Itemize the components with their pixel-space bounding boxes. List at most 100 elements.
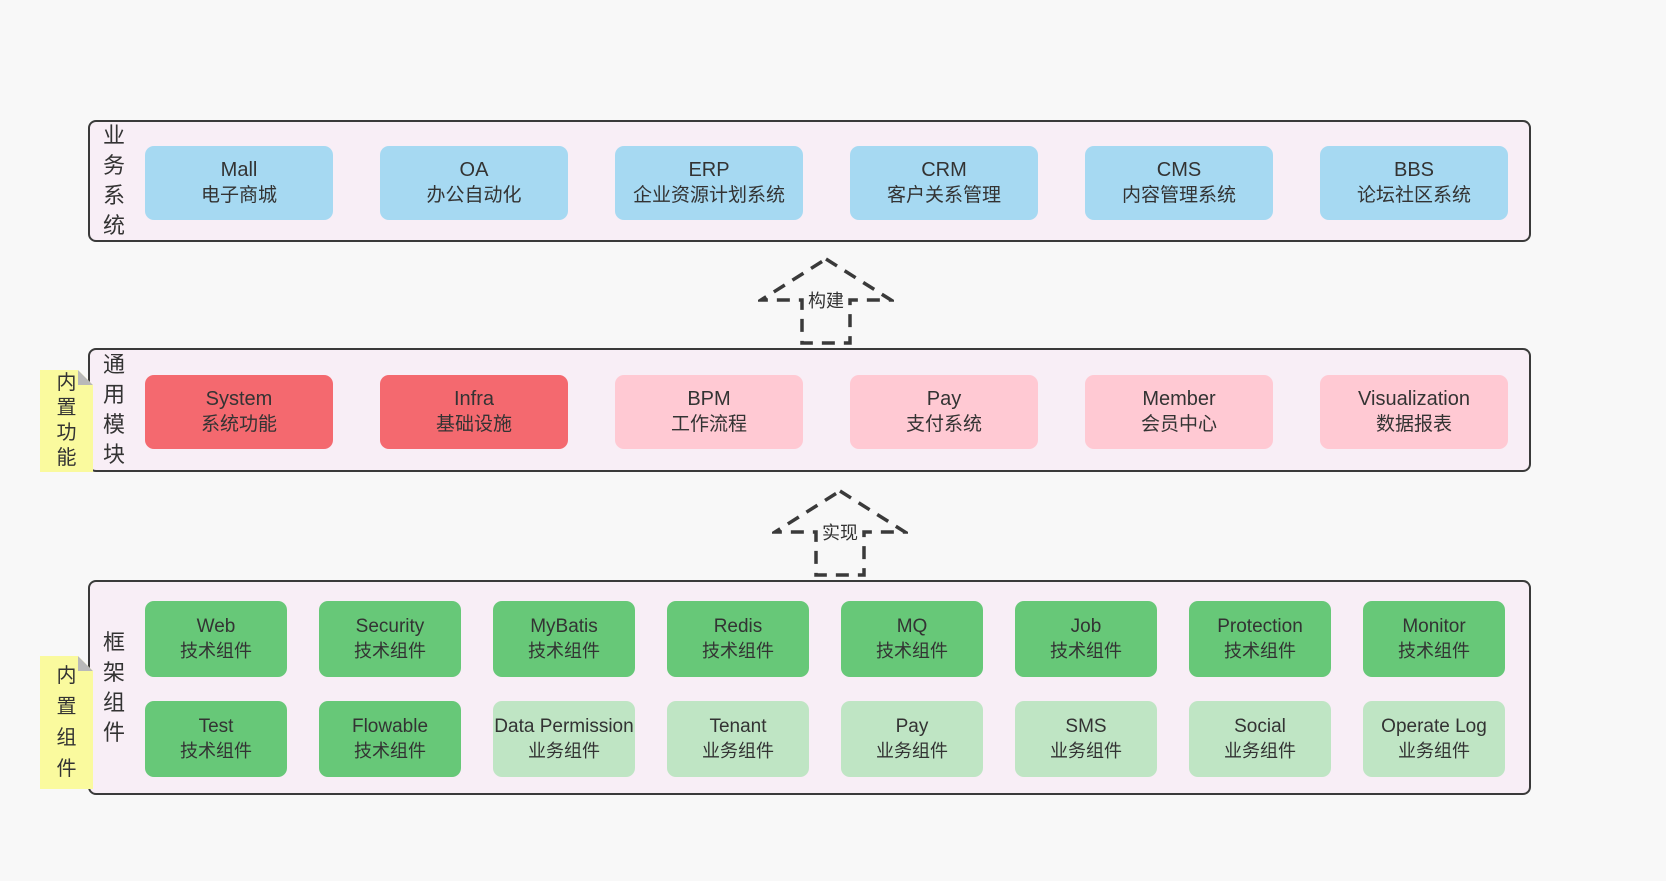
box-redis-title: Redis [713, 616, 763, 637]
box-flowable-subtitle: 技术组件 [354, 741, 426, 761]
box-mall-subtitle: 电子商城 [200, 185, 277, 206]
box-pay-component-subtitle: 业务组件 [876, 741, 948, 761]
box-operate-log: Operate Log 业务组件 [1363, 701, 1505, 777]
framework-components-label: 框架组件 [102, 629, 125, 745]
business-systems-label: 业务系统 [102, 123, 125, 238]
box-social: Social 业务组件 [1189, 701, 1331, 777]
builtin-functions-label: 内置功能 [56, 372, 77, 469]
box-mall: Mall 电子商城 [145, 146, 333, 220]
box-bbs-subtitle: 论坛社区系统 [1356, 185, 1471, 206]
box-sms-title: SMS [1065, 716, 1107, 737]
common-modules-layer: 通用模块 System 系统功能 Infra 基础设施 BPM 工作流程 Pay… [88, 348, 1531, 472]
box-erp-title: ERP [688, 159, 730, 181]
box-flowable: Flowable 技术组件 [319, 701, 461, 777]
builtin-components-label: 内置组件 [56, 664, 77, 780]
box-bbs: BBS 论坛社区系统 [1320, 146, 1508, 220]
box-job-title: Job [1070, 616, 1102, 637]
box-data-permission: Data Permission 业务组件 [493, 701, 635, 777]
box-member-title: Member [1142, 388, 1216, 410]
box-pay-module-subtitle: 支付系统 [905, 414, 982, 435]
box-monitor: Monitor 技术组件 [1363, 601, 1505, 677]
implement-arrow-label: 实现 [818, 522, 862, 544]
box-oa-subtitle: 办公自动化 [426, 185, 522, 206]
box-security: Security 技术组件 [319, 601, 461, 677]
business-systems-layer: 业务系统 Mall 电子商城 OA 办公自动化 ERP 企业资源计划系统 CRM… [88, 120, 1531, 242]
box-mq: MQ 技术组件 [841, 601, 983, 677]
box-pay-module: Pay 支付系统 [850, 375, 1038, 449]
box-pay-component: Pay 业务组件 [841, 701, 983, 777]
box-erp-subtitle: 企业资源计划系统 [632, 185, 785, 206]
box-test: Test 技术组件 [145, 701, 287, 777]
box-protection-subtitle: 技术组件 [1224, 641, 1296, 661]
box-system-subtitle: 系统功能 [200, 414, 277, 435]
box-sms: SMS 业务组件 [1015, 701, 1157, 777]
box-mall-title: Mall [220, 159, 258, 181]
box-member-subtitle: 会员中心 [1140, 414, 1217, 435]
box-mybatis-subtitle: 技术组件 [528, 641, 600, 661]
box-infra-subtitle: 基础设施 [435, 414, 512, 435]
box-tenant-subtitle: 业务组件 [702, 741, 774, 761]
box-data-permission-subtitle: 业务组件 [528, 741, 600, 761]
box-mq-subtitle: 技术组件 [876, 641, 948, 661]
box-sms-subtitle: 业务组件 [1050, 741, 1122, 761]
common-modules-row: System 系统功能 Infra 基础设施 BPM 工作流程 Pay 支付系统… [145, 375, 1508, 449]
box-crm-subtitle: 客户关系管理 [886, 185, 1001, 206]
box-web: Web 技术组件 [145, 601, 287, 677]
build-arrow: 构建 [758, 256, 894, 346]
box-visualization-title: Visualization [1358, 388, 1470, 410]
box-operate-log-subtitle: 业务组件 [1398, 741, 1470, 761]
box-redis-subtitle: 技术组件 [702, 641, 774, 661]
box-web-title: Web [196, 616, 236, 637]
box-cms-subtitle: 内容管理系统 [1121, 185, 1236, 206]
build-arrow-label: 构建 [804, 290, 848, 312]
box-oa-title: OA [459, 159, 489, 181]
builtin-functions-sticky: 内置功能 [40, 370, 93, 472]
framework-components-row-2: Test 技术组件 Flowable 技术组件 Data Permission … [145, 701, 1505, 777]
box-social-title: Social [1234, 716, 1286, 737]
box-mq-title: MQ [896, 616, 928, 637]
business-systems-row: Mall 电子商城 OA 办公自动化 ERP 企业资源计划系统 CRM 客户关系… [145, 146, 1508, 220]
box-system: System 系统功能 [145, 375, 333, 449]
box-bpm-subtitle: 工作流程 [670, 414, 747, 435]
builtin-components-sticky: 内置组件 [40, 656, 93, 789]
box-member: Member 会员中心 [1085, 375, 1273, 449]
box-infra: Infra 基础设施 [380, 375, 568, 449]
box-visualization-subtitle: 数据报表 [1375, 414, 1452, 435]
box-mybatis: MyBatis 技术组件 [493, 601, 635, 677]
box-oa: OA 办公自动化 [380, 146, 568, 220]
box-bpm: BPM 工作流程 [615, 375, 803, 449]
box-job: Job 技术组件 [1015, 601, 1157, 677]
framework-components-row-1: Web 技术组件 Security 技术组件 MyBatis 技术组件 Redi… [145, 601, 1505, 677]
implement-arrow: 实现 [772, 488, 908, 578]
box-bbs-title: BBS [1393, 159, 1435, 181]
box-system-title: System [205, 388, 273, 410]
box-test-title: Test [198, 716, 234, 737]
box-monitor-subtitle: 技术组件 [1398, 641, 1470, 661]
box-cms: CMS 内容管理系统 [1085, 146, 1273, 220]
box-web-subtitle: 技术组件 [180, 641, 252, 661]
box-crm: CRM 客户关系管理 [850, 146, 1038, 220]
box-data-permission-title: Data Permission [494, 716, 634, 737]
box-job-subtitle: 技术组件 [1050, 641, 1122, 661]
box-security-title: Security [355, 616, 425, 637]
box-infra-title: Infra [453, 388, 495, 410]
box-mybatis-title: MyBatis [530, 616, 598, 637]
box-test-subtitle: 技术组件 [180, 741, 252, 761]
box-tenant: Tenant 业务组件 [667, 701, 809, 777]
box-pay-module-title: Pay [926, 388, 962, 410]
box-operate-log-title: Operate Log [1381, 716, 1487, 737]
box-tenant-title: Tenant [709, 716, 767, 737]
box-redis: Redis 技术组件 [667, 601, 809, 677]
box-protection-title: Protection [1217, 616, 1303, 637]
box-cms-title: CMS [1156, 159, 1202, 181]
box-protection: Protection 技术组件 [1189, 601, 1331, 677]
box-security-subtitle: 技术组件 [354, 641, 426, 661]
box-erp: ERP 企业资源计划系统 [615, 146, 803, 220]
box-visualization: Visualization 数据报表 [1320, 375, 1508, 449]
box-crm-title: CRM [921, 159, 967, 181]
common-modules-label: 通用模块 [102, 352, 125, 467]
up-arrow-icon [772, 488, 908, 577]
box-pay-component-title: Pay [895, 716, 929, 737]
box-flowable-title: Flowable [351, 716, 429, 737]
box-social-subtitle: 业务组件 [1224, 741, 1296, 761]
